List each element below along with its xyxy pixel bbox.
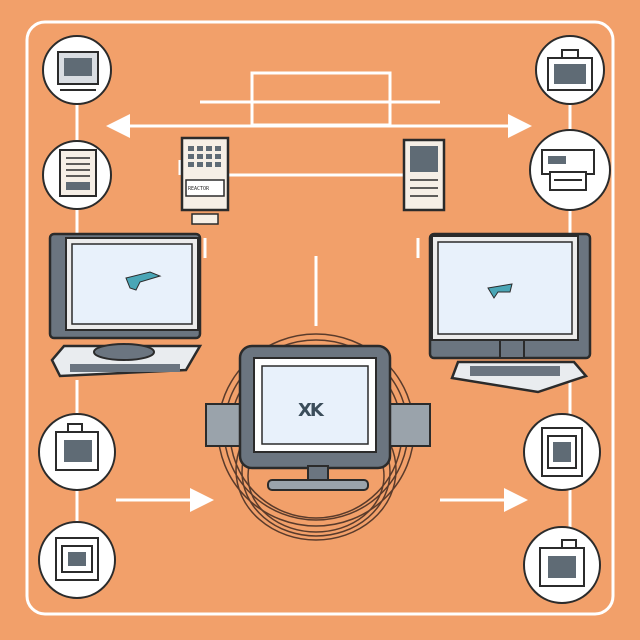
top-connectors [110, 71, 528, 326]
left-node-server [42, 140, 112, 210]
central-monitor: XK [205, 333, 431, 541]
right-node-monitor-bottom [523, 526, 601, 604]
right-monitor [428, 232, 592, 394]
left-terminal: REACTOR [180, 136, 230, 225]
right-node-printer [529, 129, 611, 211]
right-terminal [402, 138, 446, 212]
right-node-display [523, 413, 601, 491]
left-terminal-label: REACTOR [188, 186, 210, 192]
central-screen-text: XK [298, 400, 325, 421]
left-node-monitor [42, 35, 112, 105]
left-monitor [48, 232, 203, 378]
left-node-device [38, 413, 116, 491]
outer-frame [25, 20, 615, 616]
right-node-monitor [535, 35, 605, 105]
left-node-display [38, 521, 116, 599]
